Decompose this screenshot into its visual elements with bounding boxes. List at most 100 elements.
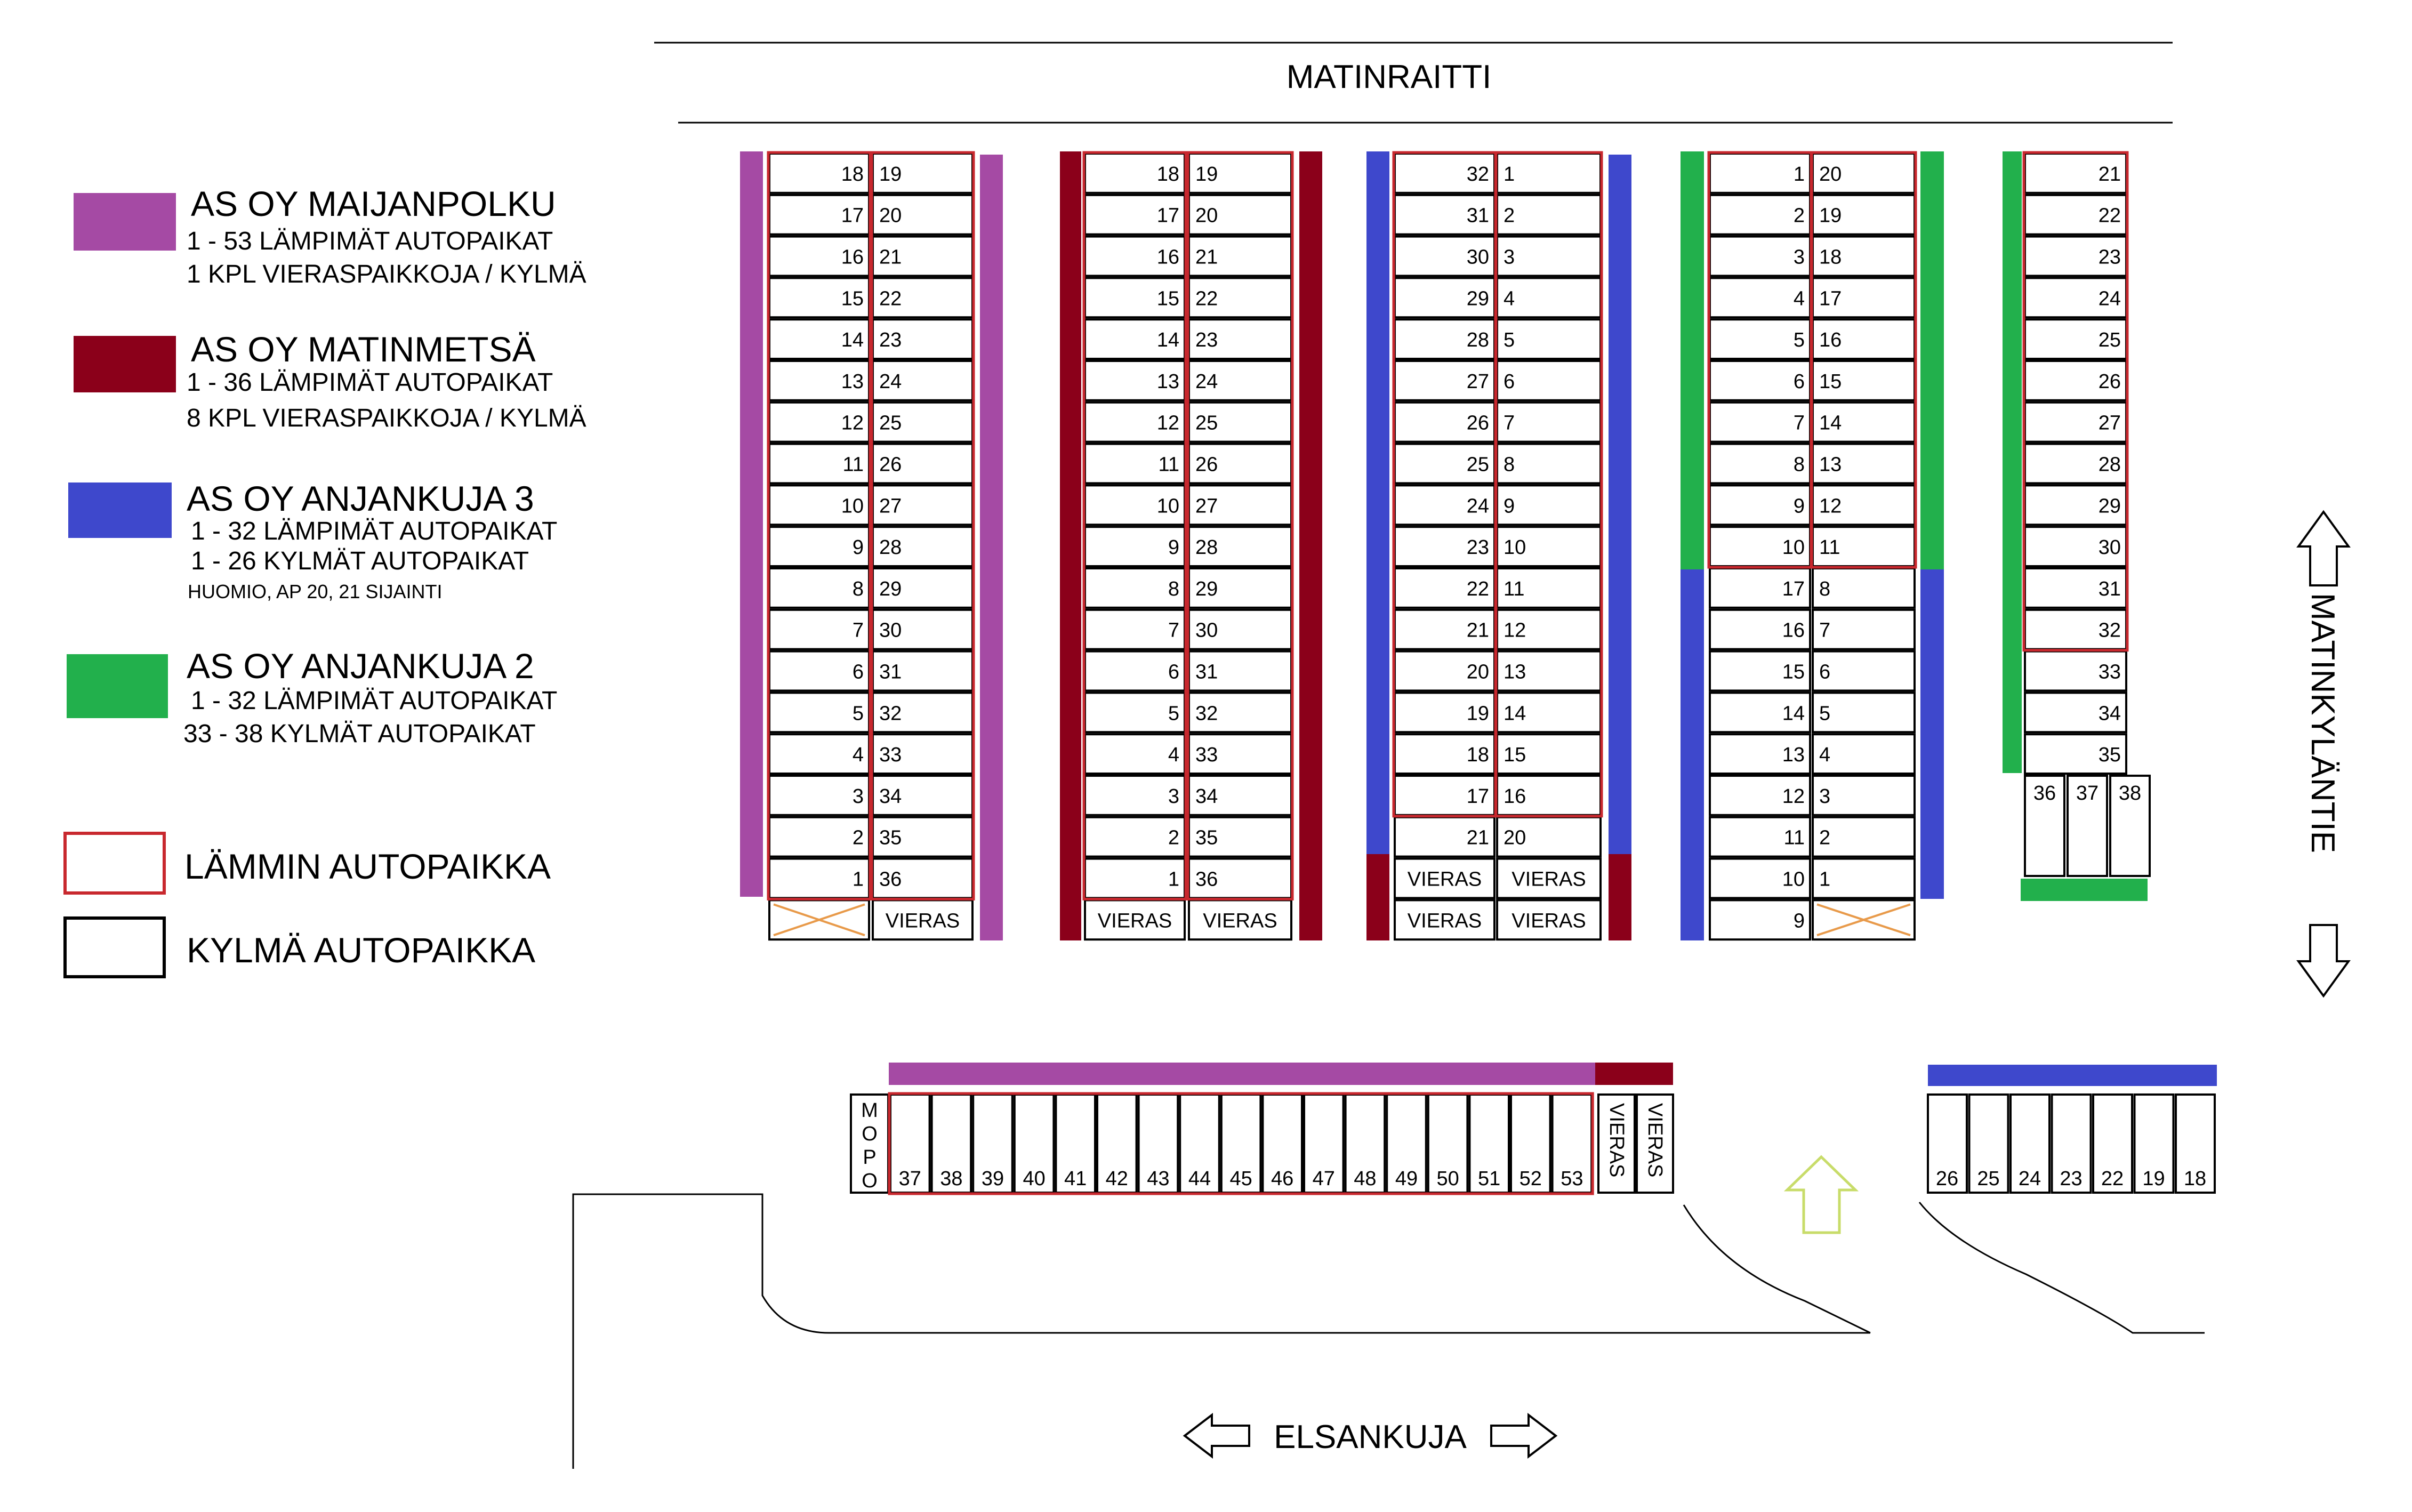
space-number: 9 (1794, 910, 1805, 932)
space-number: 33 (879, 744, 902, 766)
space-number: 23 (2060, 1168, 2082, 1190)
space-number: 25 (1977, 1168, 1999, 1190)
space-number: 4 (1504, 287, 1515, 310)
parking-space: 19 (872, 152, 974, 194)
road-elsankuja: ELSANKUJA (1183, 1412, 1558, 1459)
legend-title: AS OY MAIJANPOLKU (191, 184, 556, 223)
space-number: 31 (2099, 578, 2121, 600)
space-number: 13 (841, 371, 864, 393)
stripe-anjankuja3 (1920, 569, 1944, 899)
space-number: 19 (1819, 205, 1842, 227)
legend-swatch (68, 482, 172, 538)
legend-line: 33 - 38 KYLMÄT AUTOPAIKAT (183, 720, 536, 748)
parking-space: 6 (1709, 360, 1811, 401)
space-number: 32 (2099, 620, 2121, 642)
parking-space: 18 (1394, 733, 1496, 775)
guest-space: VIERAS (1394, 899, 1496, 941)
parking-space: 9 (768, 526, 870, 568)
space-number: 15 (1819, 371, 1842, 393)
space-number: 9 (1168, 536, 1179, 559)
parking-space: 17 (1084, 194, 1186, 236)
legend-swatch (67, 654, 168, 718)
space-number: 47 (1313, 1168, 1335, 1190)
moped-letter: O (862, 1170, 878, 1192)
space-number: 14 (1819, 412, 1842, 435)
space-number: VIERAS (886, 910, 960, 932)
space-number: 3 (1504, 246, 1515, 269)
guest-space: VIERAS (1597, 1093, 1636, 1194)
parking-space: 19 (2133, 1093, 2175, 1194)
space-number: 36 (1195, 868, 1218, 891)
space-number: 9 (853, 536, 864, 559)
parking-space: 15 (1709, 650, 1811, 692)
space-number: 10 (1157, 495, 1179, 517)
parking-space: 26 (1927, 1093, 1968, 1194)
parking-blocks: 1817161514131211109876543211920212223242… (767, 151, 2216, 1195)
moped-letter: P (863, 1146, 876, 1169)
parking-space: 27 (2024, 401, 2127, 443)
space-number: 18 (1819, 246, 1842, 269)
parking-space: 11 (768, 443, 870, 485)
warm-zone-outline (870, 151, 975, 900)
space-number: 36 (2033, 782, 2056, 805)
space-number: 27 (1467, 371, 1489, 393)
parking-space: 33 (872, 733, 974, 775)
parking-space: 8 (1812, 567, 1916, 609)
space-number: 11 (1784, 827, 1805, 849)
legend-title: AS OY ANJANKUJA 3 (187, 479, 534, 518)
parking-space: 8 (768, 567, 870, 609)
parking-space: 39 (972, 1093, 1014, 1194)
road-label-matinkylantie: MATINKYLÄNTIE (2304, 593, 2341, 853)
space-number: 22 (879, 287, 902, 310)
space-number: 23 (1467, 536, 1489, 559)
space-number: 21 (1467, 827, 1489, 849)
parking-space: 30 (872, 608, 974, 650)
space-number: 7 (853, 620, 864, 642)
parking-space: 12 (1709, 775, 1811, 816)
stripe-anjankuja2 (1920, 151, 1944, 569)
legend-line: 1 - 26 KYLMÄT AUTOPAIKAT (191, 547, 529, 575)
parking-space: 16 (768, 235, 870, 277)
space-number: 32 (1467, 163, 1489, 186)
space-number: 26 (1195, 454, 1218, 476)
space-number: VIERAS (1605, 1103, 1628, 1177)
space-number: 33 (2099, 661, 2121, 683)
parking-space: 4 (1496, 277, 1602, 319)
legend-line: 1 - 36 LÄMPIMÄT AUTOPAIKAT (187, 368, 553, 397)
parking-space: 4 (1709, 277, 1811, 319)
space-number: 29 (879, 578, 902, 600)
parking-space: 14 (1496, 691, 1602, 734)
legend-item-matinmetsa: AS OY MATINMETSÄ 1 - 36 LÄMPIMÄT AUTOPAI… (74, 329, 586, 432)
parking-space: 23 (872, 318, 974, 360)
parking-space: 2 (1812, 816, 1916, 858)
space-number: 31 (1467, 205, 1489, 227)
parking-space: 13 (1496, 650, 1602, 692)
space-number: 19 (1467, 702, 1489, 725)
space-number: 9 (1794, 495, 1805, 517)
parking-space: 36 (1188, 857, 1292, 899)
space-number: 8 (1794, 454, 1805, 476)
space-number: 48 (1354, 1168, 1376, 1190)
moped-letter: O (862, 1123, 878, 1145)
parking-space: 26 (872, 443, 974, 485)
parking-space: 16 (1084, 235, 1186, 277)
space-number: 26 (879, 454, 902, 476)
parking-space: 14 (1812, 401, 1916, 443)
space-number: 3 (1168, 785, 1179, 808)
parking-space: 21 (1394, 816, 1496, 858)
entrance-arrow-icon (1783, 1155, 1859, 1234)
space-number: 12 (841, 412, 864, 435)
parking-space: 35 (872, 816, 974, 858)
parking-space: 18 (1084, 152, 1186, 194)
guest-space: VIERAS (872, 899, 974, 941)
stripe-anjankuja3 (1681, 569, 1704, 940)
stripe-matinmetsa (1595, 1063, 1673, 1085)
stripe-maijanpolku (740, 151, 763, 897)
legend-item-anjankuja2: AS OY ANJANKUJA 2 1 - 32 LÄMPIMÄT AUTOPA… (67, 646, 557, 748)
space-number: 7 (1794, 412, 1805, 435)
parking-space: 24 (2009, 1093, 2051, 1194)
parking-space: 25 (2024, 318, 2127, 360)
space-number: 5 (1168, 702, 1179, 725)
stripe-matinmetsa (1366, 854, 1389, 940)
